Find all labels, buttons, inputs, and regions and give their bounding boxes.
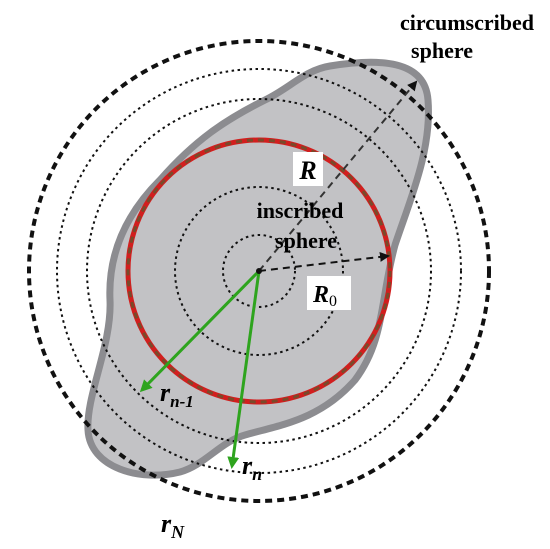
svg-text:sphere: sphere (275, 228, 337, 253)
sphere-r4 (86, 98, 432, 444)
sphere-r1 (222, 234, 296, 308)
rn1-vector (139, 269, 261, 393)
center-point (256, 268, 262, 274)
svg-text:inscribed: inscribed (257, 198, 344, 223)
rn1-label: rn-1 (160, 378, 194, 411)
svg-text:sphere: sphere (411, 38, 473, 63)
rN-label: rN (161, 509, 185, 542)
R0-label: R0 (312, 282, 337, 310)
inscribed-sphere (125, 137, 393, 405)
sphere-r2 (174, 186, 344, 356)
R-label: R (298, 156, 316, 185)
circumscribed-sphere (27, 39, 491, 503)
R-vector (258, 80, 418, 272)
circumscribed-label: circumscribed sphere (400, 10, 534, 63)
R0-vector (258, 251, 390, 272)
sphere-r5 (56, 68, 462, 474)
R-label-box (293, 152, 323, 186)
R0-label-box (307, 276, 351, 310)
inscribed-label: inscribed sphere (257, 198, 344, 253)
rn-vector (227, 270, 261, 469)
concentric-spheres (56, 68, 462, 474)
rn-label: rn (242, 451, 262, 484)
svg-text:circumscribed: circumscribed (400, 10, 534, 35)
